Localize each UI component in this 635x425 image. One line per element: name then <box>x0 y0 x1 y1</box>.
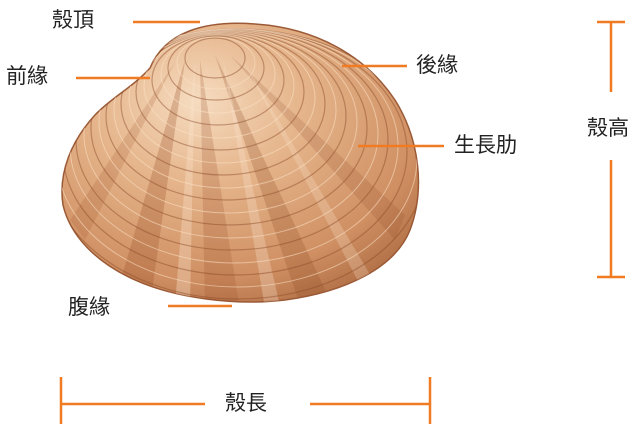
shell-body <box>61 22 420 303</box>
rear-margin-label: 後緣 <box>416 53 458 77</box>
shell-texture <box>61 28 419 302</box>
front-margin-label: 前緣 <box>6 64 48 88</box>
shell-height-label: 殼高 <box>587 116 629 140</box>
apex-label: 殼頂 <box>52 8 94 32</box>
growth-ridges-label: 生長肋 <box>454 133 517 157</box>
shell-length-label: 殼長 <box>225 391 267 415</box>
ventral-margin-label: 腹緣 <box>68 295 110 319</box>
pointer-lines <box>59 20 625 424</box>
